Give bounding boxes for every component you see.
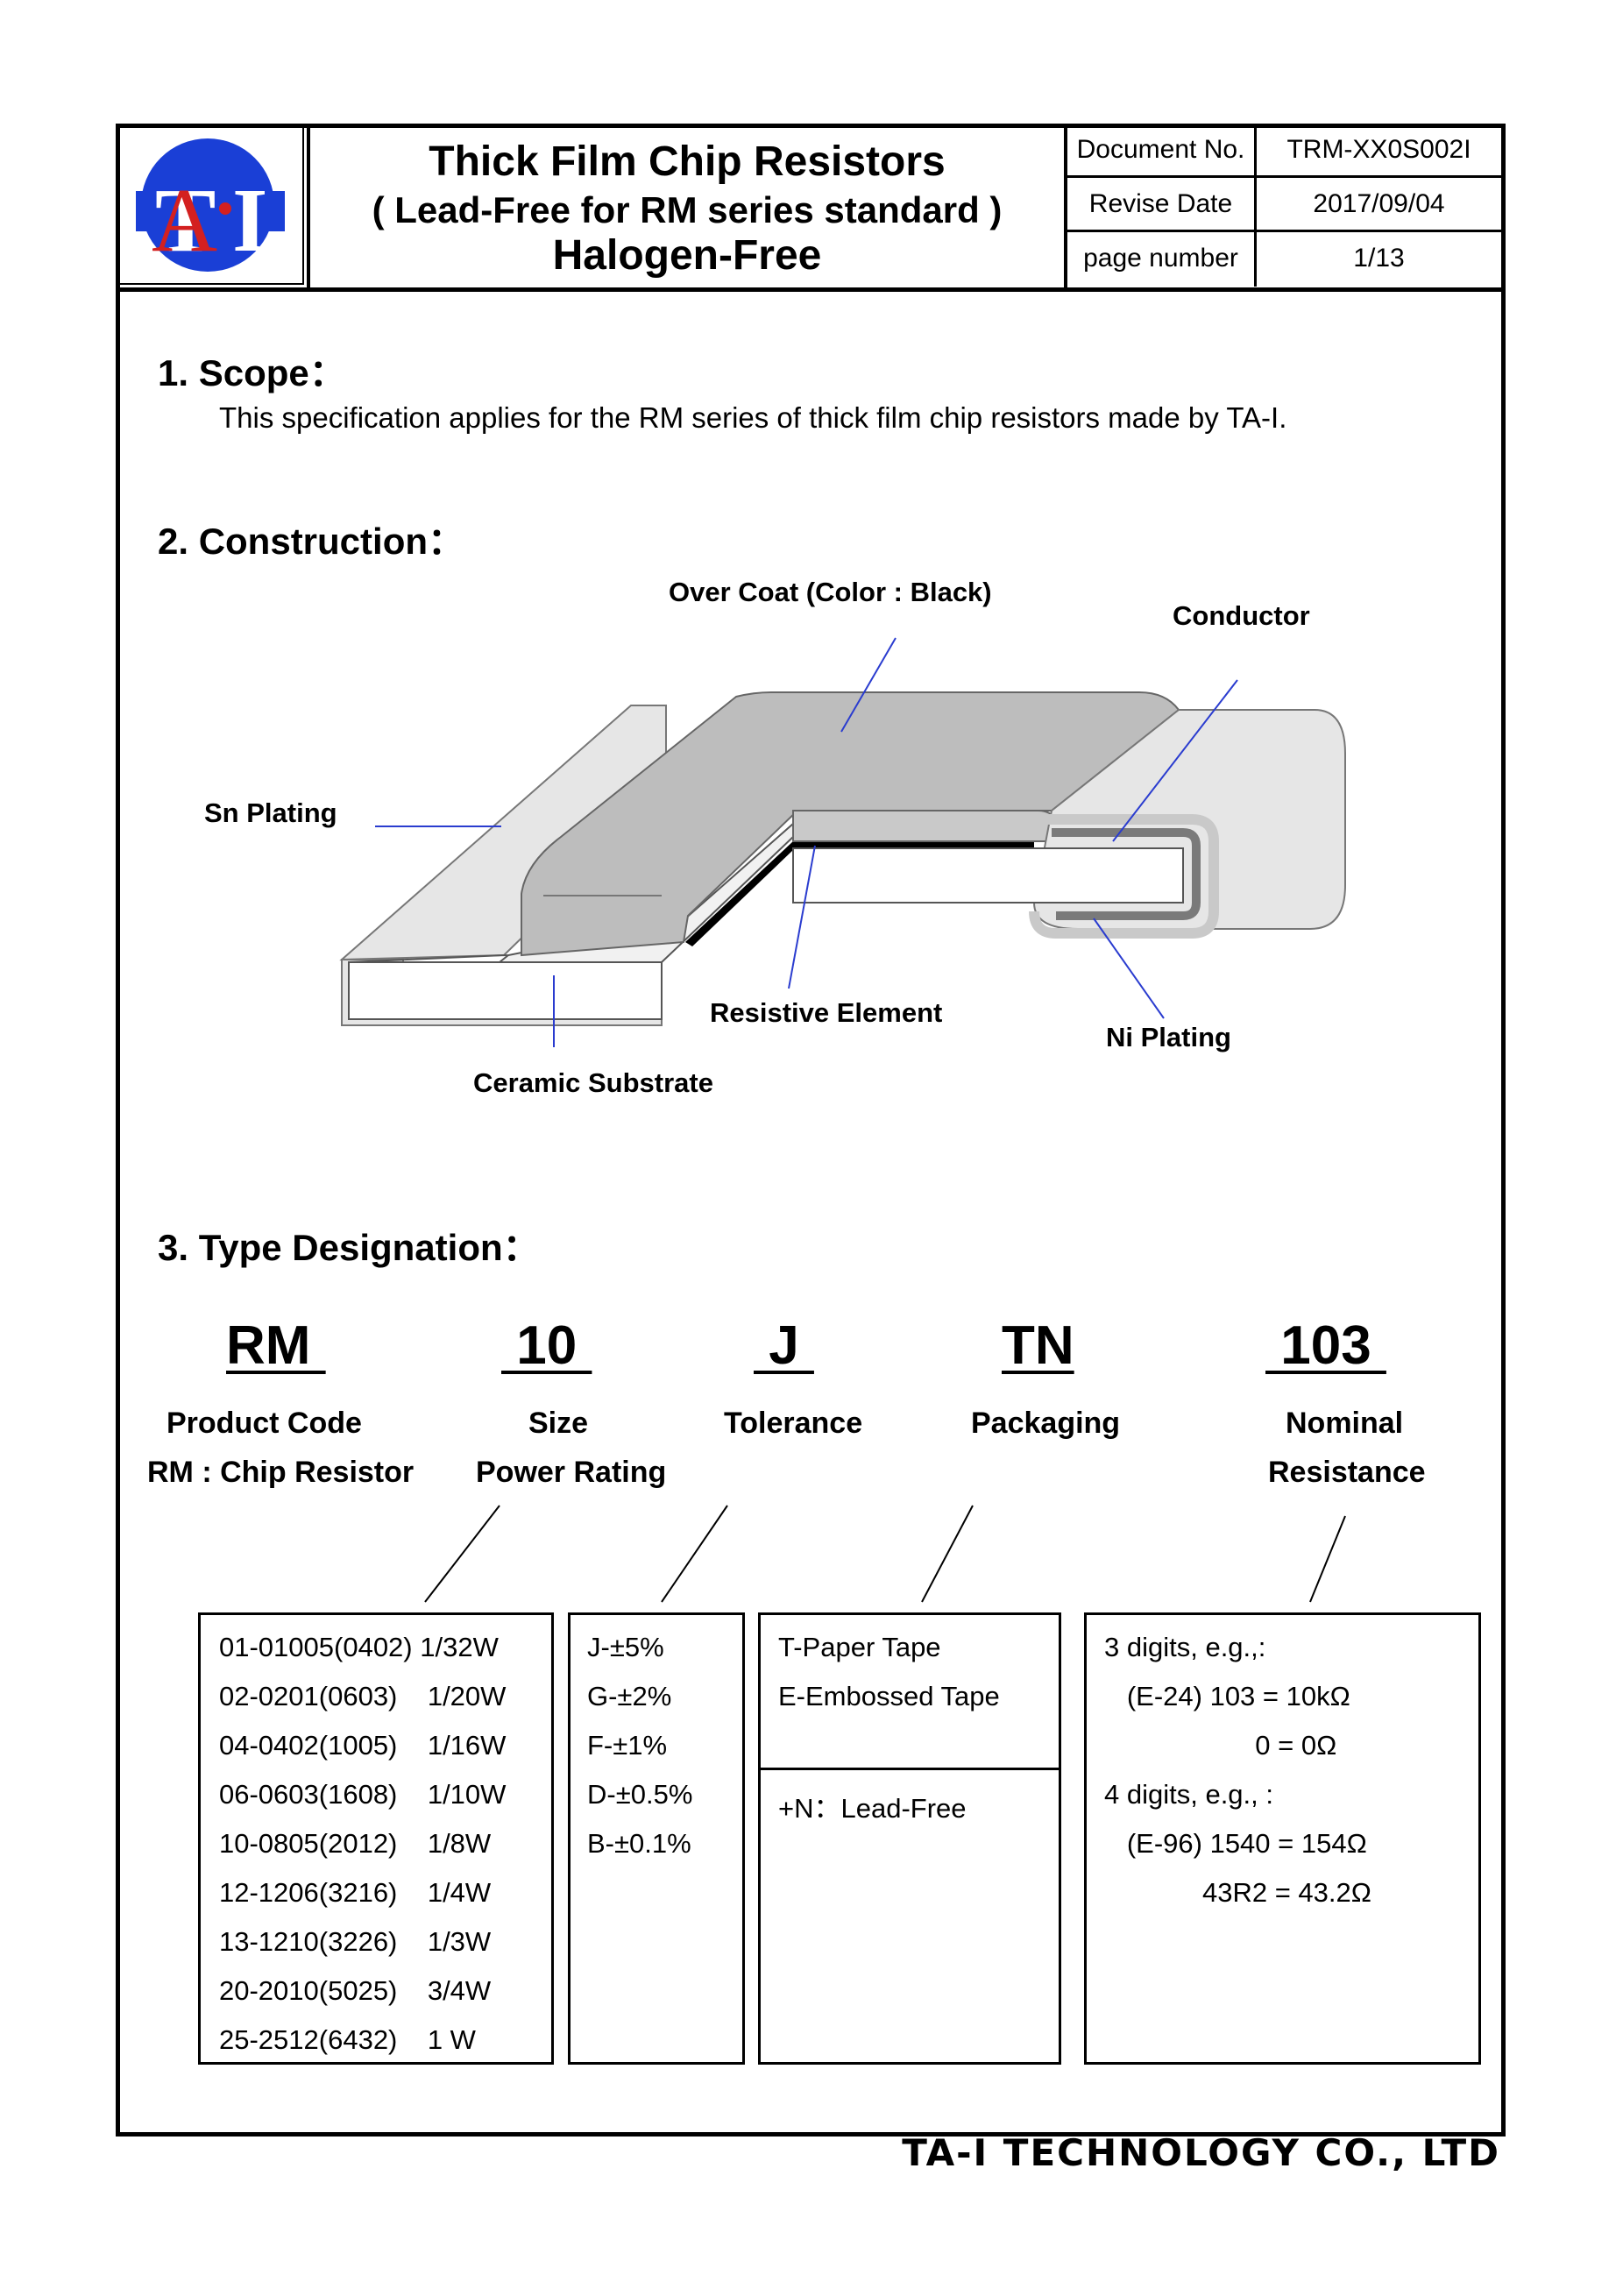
code-size: 10 (501, 1315, 592, 1376)
packaging-note: +N：Lead-Free (778, 1793, 967, 1824)
caption-tolerance: Tolerance (724, 1407, 863, 1440)
caption-size: Size (528, 1407, 589, 1440)
meta-label: page number (1067, 232, 1257, 287)
resistance-box (1084, 1612, 1481, 2065)
title-block: Thick Film Chip Resistors ( Lead-Free fo… (310, 124, 1064, 287)
scope-heading: 1. Scope： (158, 352, 346, 393)
size-power-row: 12-1206(3216) 1/4W (219, 1877, 492, 1908)
resistance-row: 3 digits, e.g.,: (1104, 1632, 1266, 1662)
caption-packaging: Packaging (971, 1407, 1121, 1440)
size-power-row: 02-0201(0603) 1/20W (219, 1681, 507, 1711)
size-power-row: 06-0603(1608) 1/10W (219, 1779, 507, 1810)
document-subtitle: ( Lead-Free for RM series standard ) (372, 189, 1003, 230)
document-subtitle-2: Halogen-Free (552, 232, 822, 279)
tolerance-row: G-±2% (587, 1681, 672, 1711)
resistance-row: 43R2 = 43.2Ω (1104, 1877, 1371, 1908)
company-footer: TA-I TECHNOLOGY CO., LTD (902, 2131, 1500, 2174)
meta-value: TRM-XX0S002I (1286, 135, 1471, 164)
resistance-row: 4 digits, e.g., : (1104, 1779, 1273, 1810)
ni-plating-label: Ni Plating (1106, 1022, 1231, 1052)
meta-label: Revise Date (1067, 178, 1257, 230)
packaging-box (758, 1612, 1061, 2065)
code-resistance: 103 (1265, 1315, 1386, 1376)
resistive-element-label: Resistive Element (710, 997, 943, 1028)
ceramic-substrate-label: Ceramic Substrate (473, 1067, 713, 1098)
svg-text:I: I (232, 170, 267, 271)
size-power-row: 01-01005(0402) 1/32W (219, 1632, 499, 1662)
caption-power-rating: Power Rating (476, 1456, 667, 1489)
meta-page-number: page number 1/13 (1067, 232, 1501, 287)
size-power-row: 10-0805(2012) 1/8W (219, 1828, 492, 1859)
construction-heading: 2. Construction： (158, 521, 465, 562)
meta-revise-date: Revise Date 2017/09/04 (1067, 178, 1501, 232)
resistance-row: (E-24) 103 = 10kΩ (1104, 1681, 1350, 1711)
code-tolerance: J (754, 1315, 814, 1376)
tolerance-row: B-±0.1% (587, 1828, 691, 1859)
resistive-element-leader (788, 845, 816, 989)
size-power-row: 13-1210(3226) 1/3W (219, 1926, 492, 1957)
svg-text:A: A (152, 170, 217, 271)
tolerance-box (568, 1612, 745, 2065)
ta-i-logo-icon: T A I (136, 138, 285, 272)
meta-value: 1/13 (1353, 244, 1405, 273)
document-header: T A I Thick Film Chip Resistors ( Lead-F… (116, 124, 1506, 292)
tolerance-row: D-±0.5% (587, 1779, 693, 1810)
document-meta: Document No. TRM-XX0S002I Revise Date 20… (1064, 124, 1501, 287)
svg-text:T: T (155, 170, 216, 271)
caption-product-code: Product Code (167, 1407, 362, 1440)
conductor-label: Conductor (1173, 600, 1310, 631)
caption-rm-chip: RM : Chip Resistor (147, 1456, 415, 1489)
code-product: RM (226, 1315, 326, 1376)
size-power-row: 04-0402(1005) 1/16W (219, 1730, 507, 1761)
designation-connectors (424, 1505, 1346, 1603)
size-power-row: 20-2010(5025) 3/4W (219, 1975, 492, 2006)
construction-diagram (339, 637, 1346, 1047)
document-title: Thick Film Chip Resistors (429, 138, 946, 185)
conductor-leader (1112, 679, 1238, 842)
meta-value: 2017/09/04 (1313, 189, 1445, 218)
packaging-row: E-Embossed Tape (778, 1681, 1000, 1711)
page-frame (116, 124, 1506, 2137)
meta-label: Document No. (1067, 124, 1257, 175)
resistance-row: (E-96) 1540 = 154Ω (1104, 1828, 1367, 1859)
company-logo: T A I (118, 126, 304, 285)
size-power-box (198, 1612, 554, 2065)
type-designation-heading: 3. Type Designation： (158, 1227, 540, 1268)
ni-plating-leader (1093, 918, 1165, 1019)
scope-text: This specification applies for the RM se… (219, 401, 1287, 434)
tolerance-row: J-±5% (587, 1632, 664, 1662)
over-coat-label: Over Coat (Color : Black) (669, 577, 992, 607)
tolerance-row: F-±1% (587, 1730, 668, 1761)
size-power-row: 25-2512(6432) 1 W (219, 2024, 476, 2055)
caption-nominal: Nominal (1286, 1407, 1404, 1440)
over-coat-leader (840, 637, 897, 733)
logo-cell: T A I (116, 124, 310, 287)
caption-resistance: Resistance (1268, 1456, 1426, 1489)
meta-document-no: Document No. TRM-XX0S002I (1067, 124, 1501, 178)
code-packaging: TN (1002, 1315, 1074, 1376)
resistance-row: 0 = 0Ω (1104, 1730, 1337, 1761)
packaging-divider (758, 1768, 1061, 1770)
packaging-row: T-Paper Tape (778, 1632, 941, 1662)
sn-plating-label: Sn Plating (204, 797, 337, 828)
